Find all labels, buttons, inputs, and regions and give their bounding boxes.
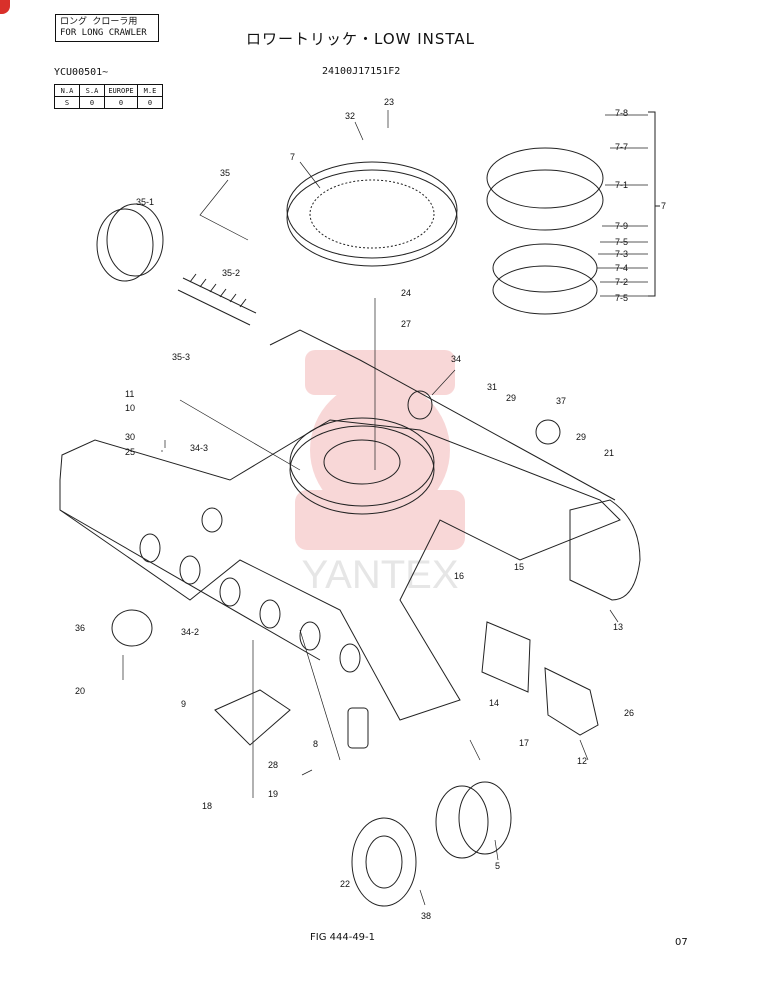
bracket-7 <box>648 111 660 297</box>
callout-7-1: 7-1 <box>615 180 629 190</box>
long-crawler-note: ロング クローラ用 FOR LONG CRAWLER <box>55 14 159 42</box>
callout-17: 17 <box>519 738 530 748</box>
region-value-na: S <box>54 96 80 109</box>
callout-15: 15 <box>514 562 525 572</box>
callout-13: 13 <box>613 622 624 632</box>
watermark-text: YANTEX <box>301 553 458 597</box>
callout-24: 24 <box>401 288 412 298</box>
track-frame-body <box>59 329 641 721</box>
region-value-row: S 0 0 0 <box>54 96 163 109</box>
serial-range: YCU00501~ <box>54 67 109 78</box>
callout-30: 30 <box>125 432 136 442</box>
callout-35-2: 35-2 <box>222 268 241 278</box>
callout-22: 22 <box>340 879 351 889</box>
callout-7: 7 <box>290 152 296 162</box>
callout-31: 31 <box>487 382 498 392</box>
carrier-rollers <box>201 390 561 533</box>
callout-37: 37 <box>556 396 567 406</box>
callout-21: 21 <box>604 448 615 458</box>
callout-25: 25 <box>125 447 136 457</box>
callout-35-3: 35-3 <box>172 352 191 362</box>
callout-8: 8 <box>313 739 319 749</box>
callout-38: 38 <box>421 911 432 921</box>
callout-35: 35 <box>220 168 231 178</box>
callout-12: 12 <box>577 756 588 766</box>
callout-7-4: 7-4 <box>615 263 629 273</box>
slewing-ring-7 <box>286 161 458 267</box>
callout-23: 23 <box>384 97 395 107</box>
callout-7-3: 7-3 <box>615 249 629 259</box>
note-line-jp: ロング クローラ用 <box>60 17 138 27</box>
callout-18: 18 <box>202 801 213 811</box>
lower-rollers <box>139 533 361 673</box>
note-line-en: FOR LONG CRAWLER <box>60 28 147 38</box>
callout-7-5a: 7-5 <box>615 237 629 247</box>
callout-5: 5 <box>495 861 501 871</box>
bearing-exploded-parts <box>486 147 604 315</box>
page-title: ロワートリッケ・LOW INSTAL <box>246 30 476 48</box>
region-header-row: N.A S.A EUROPE M.E <box>54 84 163 97</box>
callout-7-9: 7-9 <box>615 221 629 231</box>
callout-36: 36 <box>75 623 86 633</box>
recoil-spring-35-2 <box>177 273 257 326</box>
callout-7-2: 7-2 <box>615 277 629 287</box>
callout-27: 27 <box>401 319 412 329</box>
travel-motor-5 <box>435 781 512 859</box>
assembly-part-number: 24100J17151F2 <box>322 66 401 77</box>
callout-26: 26 <box>624 708 635 718</box>
callout-34-2: 34-2 <box>181 627 200 637</box>
front-idler-35-1 <box>96 203 164 282</box>
callout-32: 32 <box>345 111 356 121</box>
callout-34-3: 34-3 <box>190 443 209 453</box>
callout-11: 11 <box>125 389 135 399</box>
callout-28: 28 <box>268 760 279 770</box>
sprocket-38 <box>351 817 417 907</box>
callout-9: 9 <box>181 699 187 709</box>
leader-lines <box>122 110 648 906</box>
callout-10: 10 <box>125 403 136 413</box>
callout-7-7: 7-7 <box>615 142 629 152</box>
callout-34: 34 <box>451 354 462 364</box>
region-table: N.A S.A EUROPE M.E S 0 0 0 <box>54 84 163 109</box>
callout-19: 19 <box>268 789 279 799</box>
callout-14: 14 <box>489 698 500 708</box>
callout-7-8: 7-8 <box>615 108 629 118</box>
region-value-me: 0 <box>137 96 163 109</box>
corner-badge <box>0 0 10 14</box>
watermark-logo: YANTEX <box>295 350 465 597</box>
callout-7-5b: 7-5 <box>615 293 629 303</box>
guard-covers <box>481 621 599 736</box>
small-parts <box>111 609 369 749</box>
callout-20: 20 <box>75 686 86 696</box>
callout-16: 16 <box>454 571 465 581</box>
page-number: 07 <box>675 937 688 948</box>
figure-number: FIG 444-49-1 <box>310 932 376 943</box>
callout-7-group: 7 <box>661 201 667 211</box>
callout-29a: 29 <box>506 393 517 403</box>
callout-35-1: 35-1 <box>136 197 155 207</box>
callout-29b: 29 <box>576 432 587 442</box>
